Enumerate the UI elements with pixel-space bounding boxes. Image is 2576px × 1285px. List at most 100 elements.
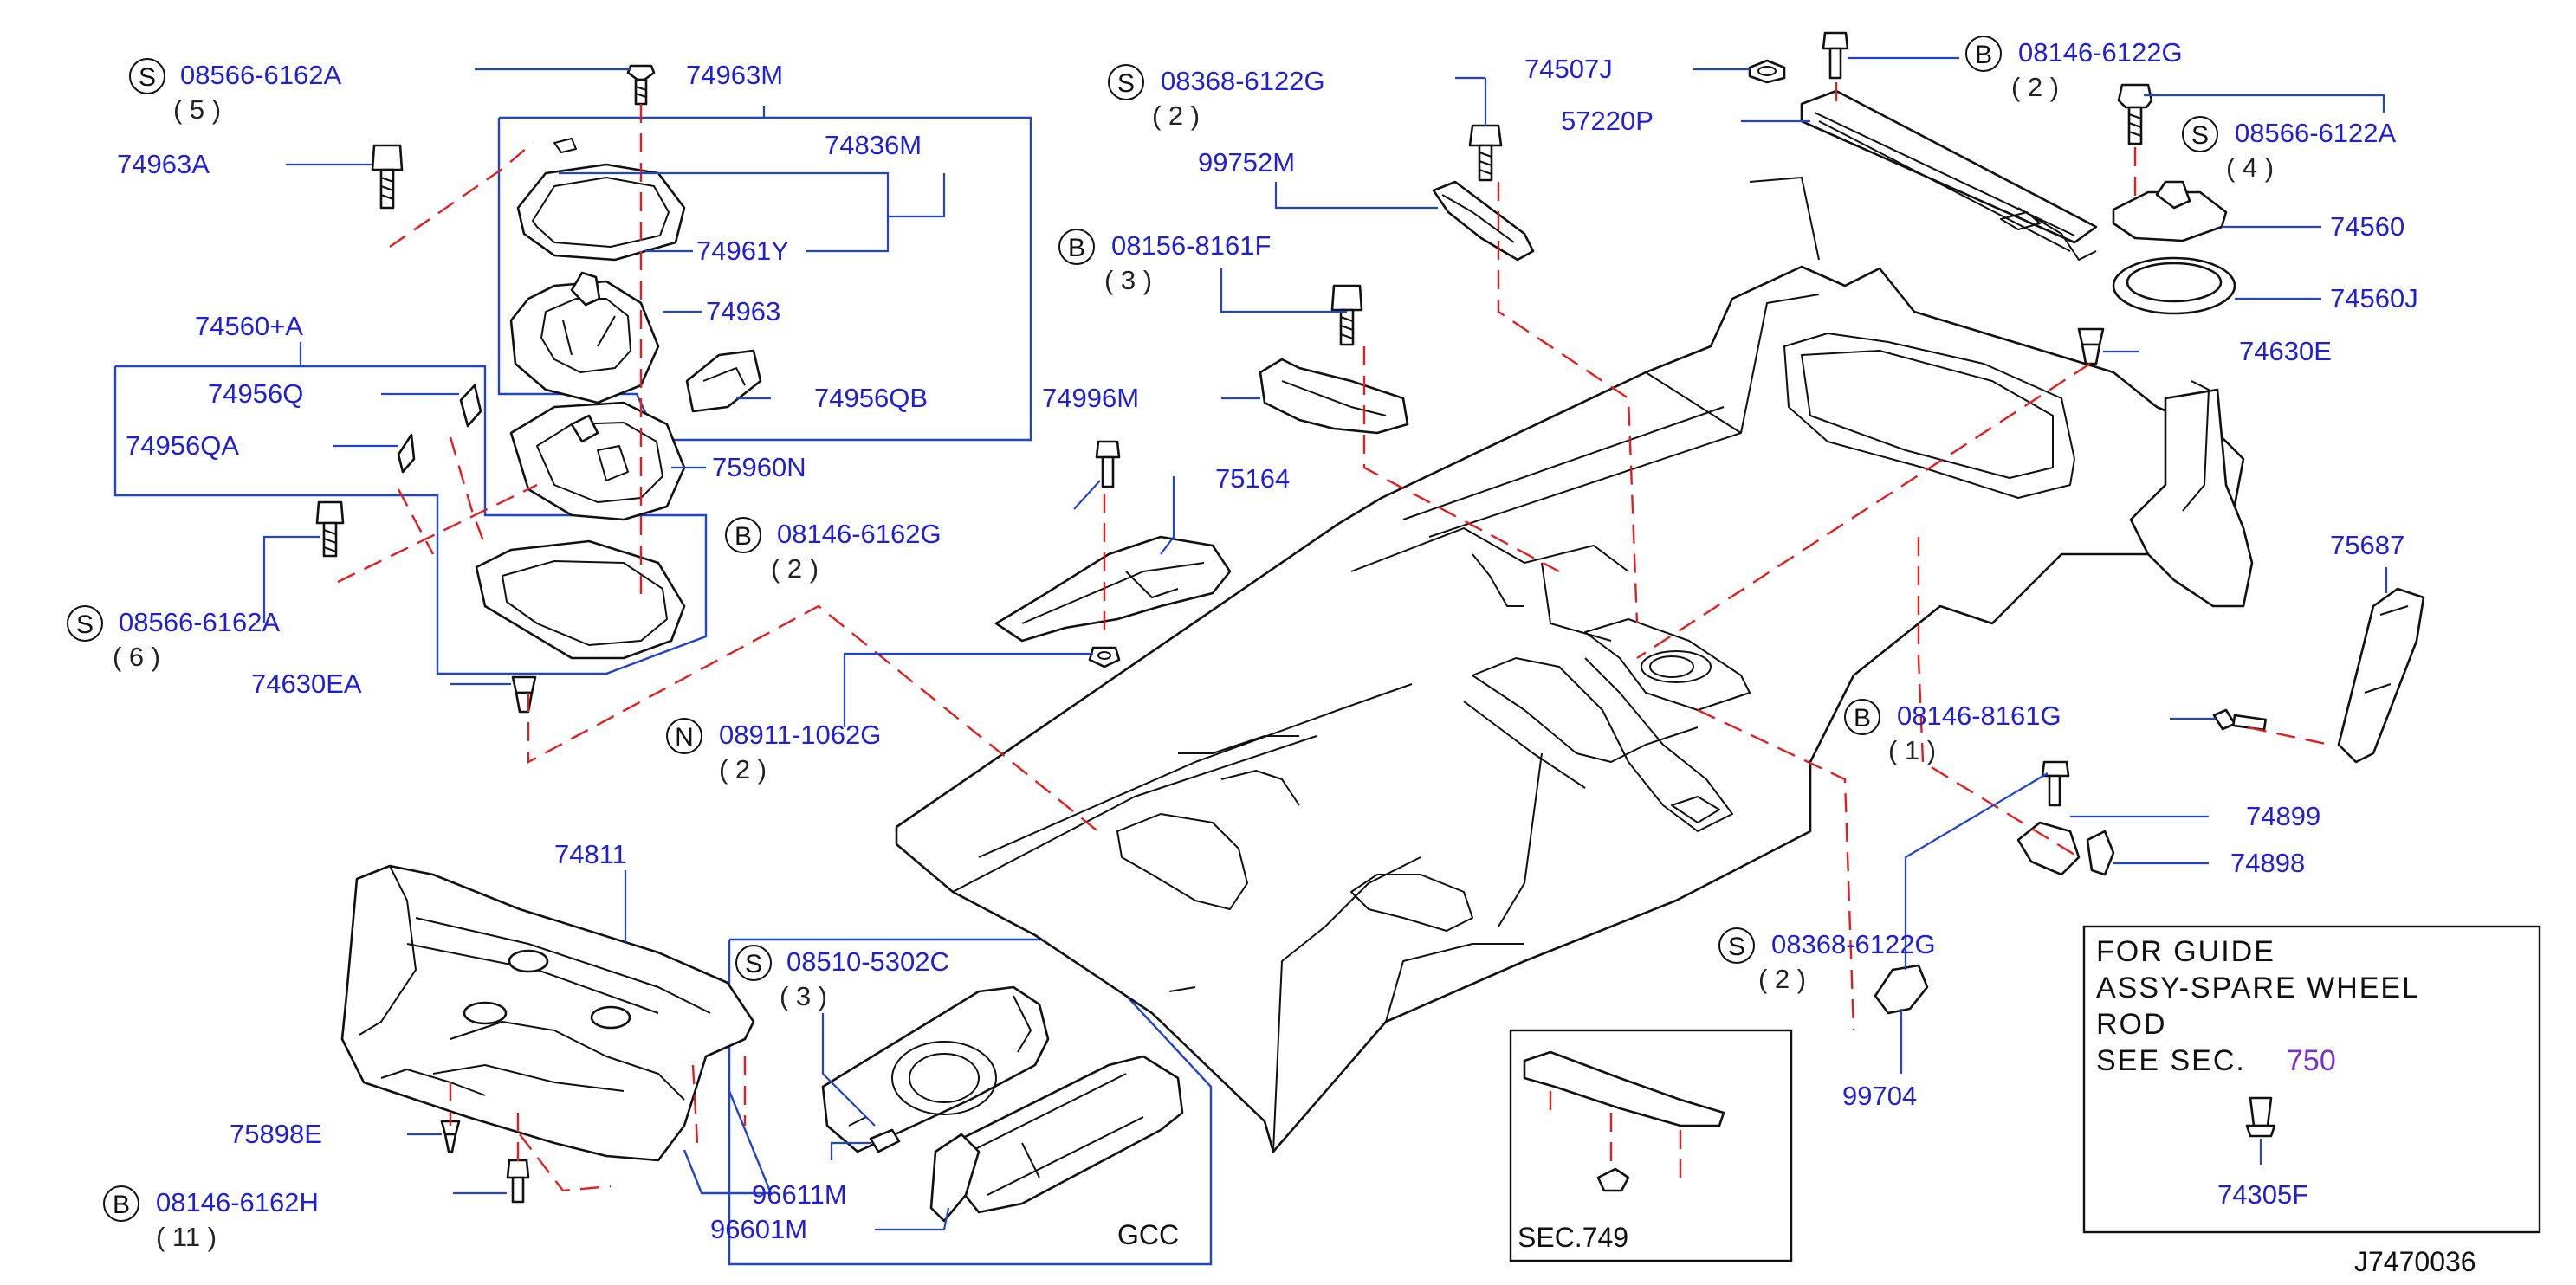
- fastener-label-f2[interactable]: 08566-6162A: [119, 607, 280, 637]
- part-label-75687[interactable]: 75687: [2330, 530, 2404, 560]
- part-label-74963m[interactable]: 74963M: [686, 60, 783, 90]
- clip-74630e[interactable]: [2077, 327, 2105, 365]
- trim-75687[interactable]: [2337, 587, 2425, 764]
- ring-74560j[interactable]: [2112, 256, 2236, 315]
- part-label-74507j[interactable]: 74507J: [1524, 54, 1613, 84]
- cover-74560a[interactable]: [475, 539, 686, 660]
- prefix-f9: B: [1975, 41, 1992, 69]
- bracket-75164[interactable]: [994, 535, 1232, 642]
- fastener-label-f12[interactable]: 08368-6122G: [1771, 929, 1936, 959]
- fastener-qty-f7: ( 2 ): [1152, 100, 1200, 131]
- part-label-74305f[interactable]: 74305F: [2217, 1179, 2308, 1210]
- part-label-74811[interactable]: 74811: [554, 839, 627, 869]
- clip-74630ea[interactable]: [511, 675, 537, 714]
- prefix-circle-f3: [725, 517, 761, 553]
- group-frames: [113, 106, 2541, 1266]
- part-label-74898[interactable]: 74898: [2230, 848, 2305, 878]
- sec749-label[interactable]: SEC.749: [1518, 1222, 1628, 1253]
- part-label-57220p[interactable]: 57220P: [1561, 106, 1654, 136]
- fastener-qty-f12: ( 2 ): [1758, 964, 1806, 994]
- prefix-f8: B: [1068, 234, 1085, 262]
- clip-74305f[interactable]: [2245, 1096, 2276, 1138]
- bolt-08156-8161f[interactable]: [1330, 284, 1363, 346]
- fastener-label-f10[interactable]: 08566-6122A: [2235, 118, 2396, 148]
- grommet-74507j[interactable]: [1748, 59, 1786, 84]
- bracket-74956q[interactable]: [459, 384, 482, 428]
- part-label-75898e[interactable]: 75898E: [230, 1119, 322, 1149]
- part-label-99704[interactable]: 99704: [1842, 1081, 1917, 1111]
- fastener-qty-f1: ( 5 ): [173, 94, 221, 125]
- bracket-74996m[interactable]: [1259, 358, 1409, 435]
- prefix-circle-f9: [1965, 36, 2002, 72]
- shift-boot-74963[interactable]: [509, 271, 660, 404]
- crossmember-57220p[interactable]: [1800, 89, 2098, 261]
- bolt-08566-6122a[interactable]: [2117, 83, 2153, 145]
- bracket-99752m[interactable]: [1432, 180, 1535, 262]
- part-label-99752m[interactable]: 99752M: [1198, 147, 1295, 178]
- part-label-74630e[interactable]: 74630E: [2239, 336, 2332, 366]
- screw-08510-5302c[interactable]: [869, 1128, 901, 1153]
- note-line3: ROD: [2096, 1008, 2167, 1041]
- clip-75898e[interactable]: [440, 1120, 461, 1153]
- diagram-id: J7470036: [2354, 1246, 2476, 1277]
- prefix-circle-f12: [1718, 927, 1755, 964]
- bolt-08146-8161g[interactable]: [2212, 708, 2267, 732]
- fastener-label-f9[interactable]: 08146-6122G: [2018, 37, 2183, 68]
- part-label-96601m[interactable]: 96601M: [710, 1214, 807, 1244]
- undercover-74811[interactable]: [340, 864, 755, 1162]
- insulator-75960n[interactable]: [509, 401, 686, 521]
- mount-74560[interactable]: [2112, 180, 2228, 242]
- clip-99704[interactable]: [1874, 964, 1929, 1015]
- part-label-74956qa[interactable]: 74956QA: [126, 430, 239, 461]
- prefix-f7: S: [1117, 69, 1135, 98]
- console-boot-74836m[interactable]: [516, 138, 686, 262]
- fastener-label-f4[interactable]: 08911-1062G: [719, 720, 881, 750]
- fastener-label-f1[interactable]: 08566-6162A: [180, 60, 341, 90]
- bracket-96611m[interactable]: [821, 985, 1050, 1153]
- note-section-link[interactable]: 750: [2287, 1044, 2336, 1077]
- part-label-74956qb[interactable]: 74956QB: [814, 383, 928, 413]
- part-label-74963a[interactable]: 74963A: [117, 149, 210, 179]
- hook-74898[interactable]: [2086, 830, 2115, 876]
- fastener-label-f6[interactable]: 08146-6162H: [156, 1187, 319, 1217]
- bracket-74956qb[interactable]: [685, 349, 762, 413]
- part-label-74963[interactable]: 74963: [706, 296, 780, 326]
- part-label-74996m[interactable]: 74996M: [1042, 383, 1139, 413]
- bolt-08146-6162h[interactable]: [506, 1159, 530, 1204]
- nut-08911-1062g[interactable]: [1088, 646, 1121, 668]
- fastener-label-f7[interactable]: 08368-6122G: [1161, 66, 1325, 96]
- note-line4: SEE SEC.: [2096, 1044, 2246, 1077]
- bracket-74899[interactable]: [2016, 821, 2081, 876]
- part-label-75164[interactable]: 75164: [1215, 463, 1290, 494]
- fastener-label-f3[interactable]: 08146-6162G: [777, 519, 942, 549]
- note-line1: FOR GUIDE: [2096, 935, 2275, 968]
- prefix-circle-f6: [103, 1185, 139, 1222]
- fastener-label-f8[interactable]: 08156-8161F: [1111, 230, 1271, 261]
- leader-lines: [262, 56, 2388, 1231]
- bolt-74899[interactable]: [2041, 760, 2070, 807]
- part-label-74560a[interactable]: 74560+A: [195, 311, 303, 341]
- part-label-74560j[interactable]: 74560J: [2330, 283, 2418, 313]
- part-label-74630ea[interactable]: 74630EA: [251, 668, 362, 699]
- fastener-label-f5[interactable]: 08510-5302C: [786, 946, 949, 977]
- part-label-74961y[interactable]: 74961Y: [696, 236, 789, 266]
- part-label-74956q[interactable]: 74956Q: [208, 378, 303, 409]
- fastener-qty-f8: ( 3 ): [1104, 265, 1152, 295]
- extinguisher-96601m[interactable]: [929, 1055, 1184, 1223]
- fastener-label-f11[interactable]: 08146-8161G: [1897, 701, 2061, 731]
- sec749-bracket[interactable]: [1523, 1050, 1725, 1192]
- part-label-74899[interactable]: 74899: [2246, 801, 2320, 831]
- part-label-74560[interactable]: 74560: [2330, 211, 2404, 242]
- prefix-circle-f8: [1058, 229, 1095, 265]
- bolt-08146-6122g[interactable]: [1822, 31, 1849, 80]
- part-label-96611m[interactable]: 96611M: [752, 1179, 847, 1210]
- bolt-08566-6162a-lower[interactable]: [315, 500, 345, 558]
- prefix-f10: S: [2191, 121, 2209, 150]
- bolt-75164[interactable]: [1095, 440, 1121, 488]
- part-label-74836m[interactable]: 74836M: [825, 130, 922, 160]
- part-label-75960n[interactable]: 75960N: [712, 452, 806, 482]
- bolt-08566-6162a[interactable]: [626, 64, 656, 106]
- bolt-74963a[interactable]: [371, 144, 404, 210]
- bracket-74956qa[interactable]: [397, 433, 416, 474]
- bolt-08368-6122g[interactable]: [1468, 124, 1503, 182]
